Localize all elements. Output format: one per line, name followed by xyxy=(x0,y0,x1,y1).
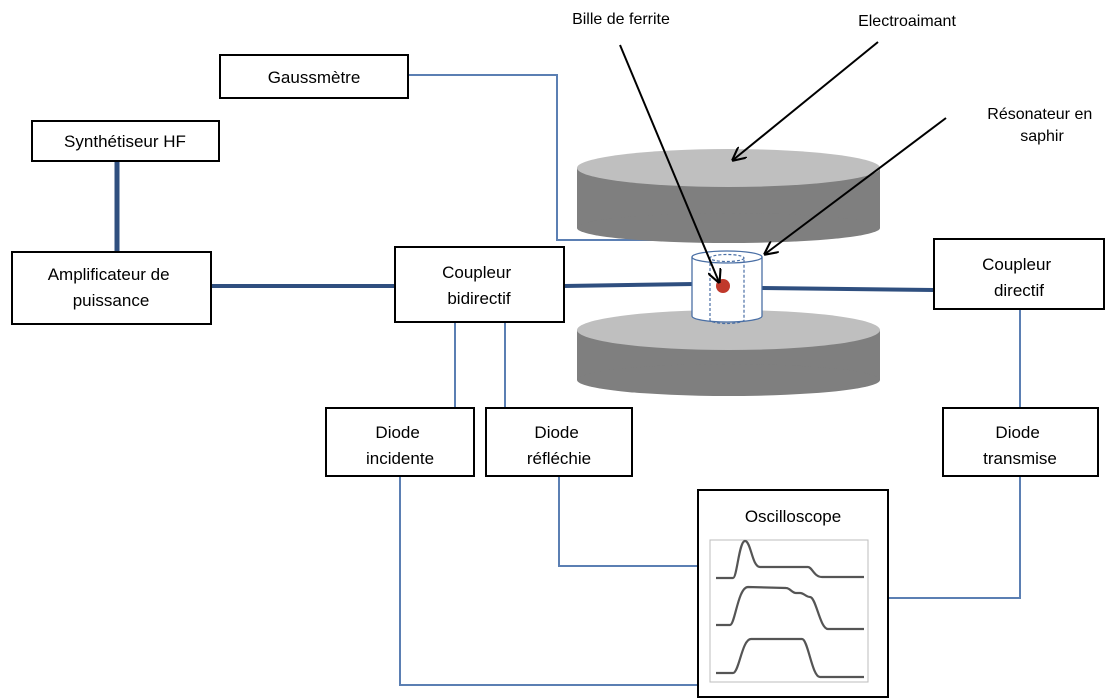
trace-3 xyxy=(716,637,864,679)
oscilloscope-screen xyxy=(709,539,869,683)
diode-reflechie-box: Diode réfléchie xyxy=(485,407,633,477)
electromagnet-bottom xyxy=(577,310,880,396)
synthetiseur-box: Synthétiseur HF xyxy=(31,120,220,162)
trace-2 xyxy=(716,585,864,631)
label-electroaimant: Electroaimant xyxy=(858,13,956,30)
coupleur-directif-box: Coupleur directif xyxy=(933,238,1105,310)
electromagnet-top xyxy=(577,149,880,243)
wire-diode-incidente-osc xyxy=(399,476,698,686)
magnet-top-face xyxy=(577,149,880,187)
coupleur-bidirectif-box: Coupleur bidirectif xyxy=(394,246,565,323)
oscilloscope-box: Oscilloscope xyxy=(697,489,889,698)
svg-text:Coupleur bidirectif: Coupleur bidirectif xyxy=(442,263,516,308)
arrow-resonateur xyxy=(765,117,947,254)
gaussmetre-box: Gaussmètre xyxy=(219,54,409,99)
amplificateur-box: Amplificateur de puissance xyxy=(11,251,212,325)
wire-coupleur-resonateur xyxy=(563,282,695,288)
arrow-bille xyxy=(619,44,719,282)
svg-text:Diode réfléchie: Diode réfléchie xyxy=(527,423,591,468)
diode-incidente-box: Diode incidente xyxy=(325,407,475,477)
diode-transmise-box: Diode transmise xyxy=(942,407,1099,477)
wire-resonateur-coupleur-directif xyxy=(759,286,935,292)
wire-diode-reflechie-osc xyxy=(558,476,698,567)
magnet-bottom-face xyxy=(577,310,880,350)
label-resonateur: Résonateur en saphir xyxy=(987,106,1096,145)
sapphire-resonator xyxy=(691,250,763,325)
wire-diode-transmise-osc xyxy=(888,476,1021,599)
wire-gaussmetre-probe xyxy=(408,74,700,241)
svg-text:Coupleur directif: Coupleur directif xyxy=(982,255,1056,300)
oscilloscope-traces xyxy=(716,539,864,679)
magnet-bottom-bottom xyxy=(577,364,880,396)
svg-text:Diode incidente: Diode incidente xyxy=(366,423,434,468)
magnet-top-bottom xyxy=(577,213,880,243)
connections xyxy=(114,74,1021,686)
svg-text:Synthétiseur HF: Synthétiseur HF xyxy=(64,132,186,151)
svg-text:Diode transmise: Diode transmise xyxy=(983,423,1057,468)
trace-1 xyxy=(716,539,864,580)
svg-text:Gaussmètre: Gaussmètre xyxy=(268,68,361,87)
svg-text:Amplificateur de puissan: Amplificateur de puissance xyxy=(48,265,175,310)
svg-text:Oscilloscope: Oscilloscope xyxy=(745,507,841,526)
arrow-electroaimant xyxy=(733,41,879,160)
label-bille: Bille de ferrite xyxy=(572,11,670,28)
